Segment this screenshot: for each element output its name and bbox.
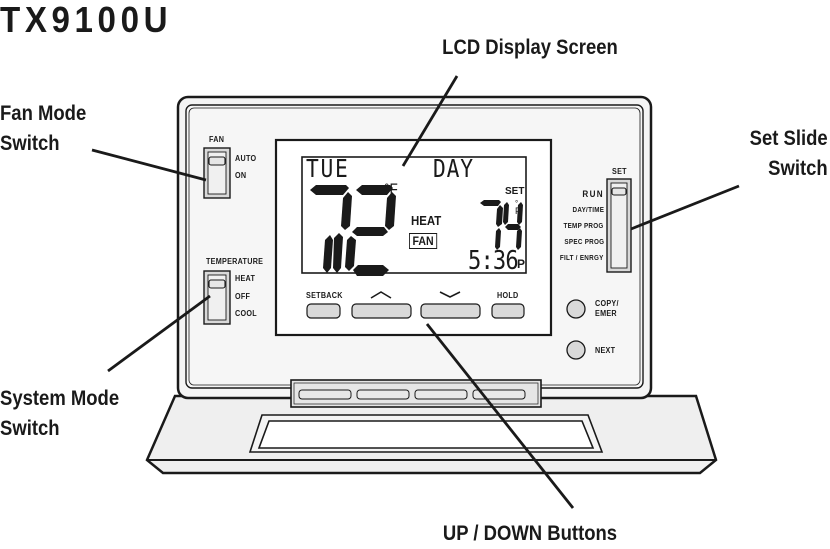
callout-set-slide-line1: Set Slide <box>749 127 828 150</box>
next-label: NEXT <box>595 346 616 355</box>
lcd-mode: HEAT <box>411 213 442 228</box>
callout-set-slide: Set Slide Switch <box>750 124 828 184</box>
callout-system-mode: System Mode Switch <box>0 384 119 444</box>
fan-option-auto[interactable]: AUTO <box>235 154 257 163</box>
lcd-period: DAY <box>433 154 474 183</box>
callout-fan-mode-line1: Fan Mode <box>0 102 87 125</box>
next-button[interactable] <box>567 341 585 359</box>
lcd-current-unit: °F <box>384 180 398 199</box>
lcd-day: TUE <box>306 154 350 183</box>
callout-fan-mode-line2: Switch <box>0 132 60 155</box>
set-switch-label: SET <box>612 167 627 176</box>
copy-emer-label: COPY/ EMER <box>595 299 619 319</box>
callout-set-slide-line2: Switch <box>768 157 828 180</box>
callout-fan-mode: Fan Mode Switch <box>0 99 86 159</box>
lcd-set-unit-deg: ° <box>515 199 519 208</box>
up-button[interactable]: ︿ <box>352 304 411 318</box>
set-option-spec-prog[interactable]: SPEC PROG <box>564 239 604 246</box>
hinge-strip <box>290 379 542 408</box>
setback-button[interactable] <box>307 304 340 318</box>
set-option-filt-enrgy[interactable]: FILT / ENRGY <box>560 255 604 262</box>
copy-emer-label-line2: EMER <box>595 309 617 318</box>
lcd-fan-indicator: FAN <box>409 233 438 249</box>
set-temp-digits <box>480 200 523 250</box>
copy-emer-button-shape <box>566 299 586 319</box>
lcd-set-label: SET <box>505 186 525 197</box>
temp-option-cool[interactable]: COOL <box>235 309 257 318</box>
set-switch-shape <box>606 178 632 273</box>
copy-emer-label-line1: COPY/ <box>595 299 619 308</box>
lcd-set-unit-f: F <box>515 206 521 216</box>
set-slide-switch[interactable] <box>607 179 631 272</box>
setback-label: SETBACK <box>306 291 343 300</box>
faceplate-buttons-shapes <box>306 291 525 319</box>
hold-label: HOLD <box>497 291 519 300</box>
fan-switch-shape <box>203 147 231 199</box>
temp-option-heat[interactable]: HEAT <box>235 274 256 283</box>
fan-option-on[interactable]: ON <box>235 171 247 180</box>
current-temp-digits <box>310 185 396 276</box>
temp-option-off[interactable]: OFF <box>235 292 251 301</box>
temperature-switch-label: TEMPERATURE <box>206 257 264 266</box>
lcd-set-temp: 74 <box>478 198 526 252</box>
next-button-shape <box>566 340 586 360</box>
temperature-switch-shape <box>203 270 231 325</box>
set-option-temp-prog[interactable]: TEMP PROG <box>563 223 604 230</box>
lcd-time: 5:36 <box>468 246 519 276</box>
callout-lcd-display: LCD Display Screen <box>442 36 618 59</box>
model-title: TX9100U <box>0 0 173 40</box>
callout-system-mode-line2: Switch <box>0 417 60 440</box>
callout-up-down: UP / DOWN Buttons <box>442 522 618 545</box>
fan-switch-label: FAN <box>209 135 225 144</box>
lcd-current-temp: 72 <box>306 183 396 275</box>
set-option-day-time[interactable]: DAY/TIME <box>572 207 604 214</box>
copy-emer-button[interactable] <box>567 300 585 318</box>
system-mode-switch[interactable] <box>204 271 230 324</box>
thermostat-base <box>145 394 718 475</box>
hold-button[interactable] <box>492 304 524 318</box>
callout-system-mode-line1: System Mode <box>0 387 120 410</box>
fan-mode-switch[interactable] <box>204 148 230 198</box>
leader-lines <box>91 75 740 509</box>
lcd-ampm: P <box>517 257 526 271</box>
set-option-run[interactable]: RUN <box>582 189 604 199</box>
down-button[interactable]: ﹀ <box>421 304 480 318</box>
